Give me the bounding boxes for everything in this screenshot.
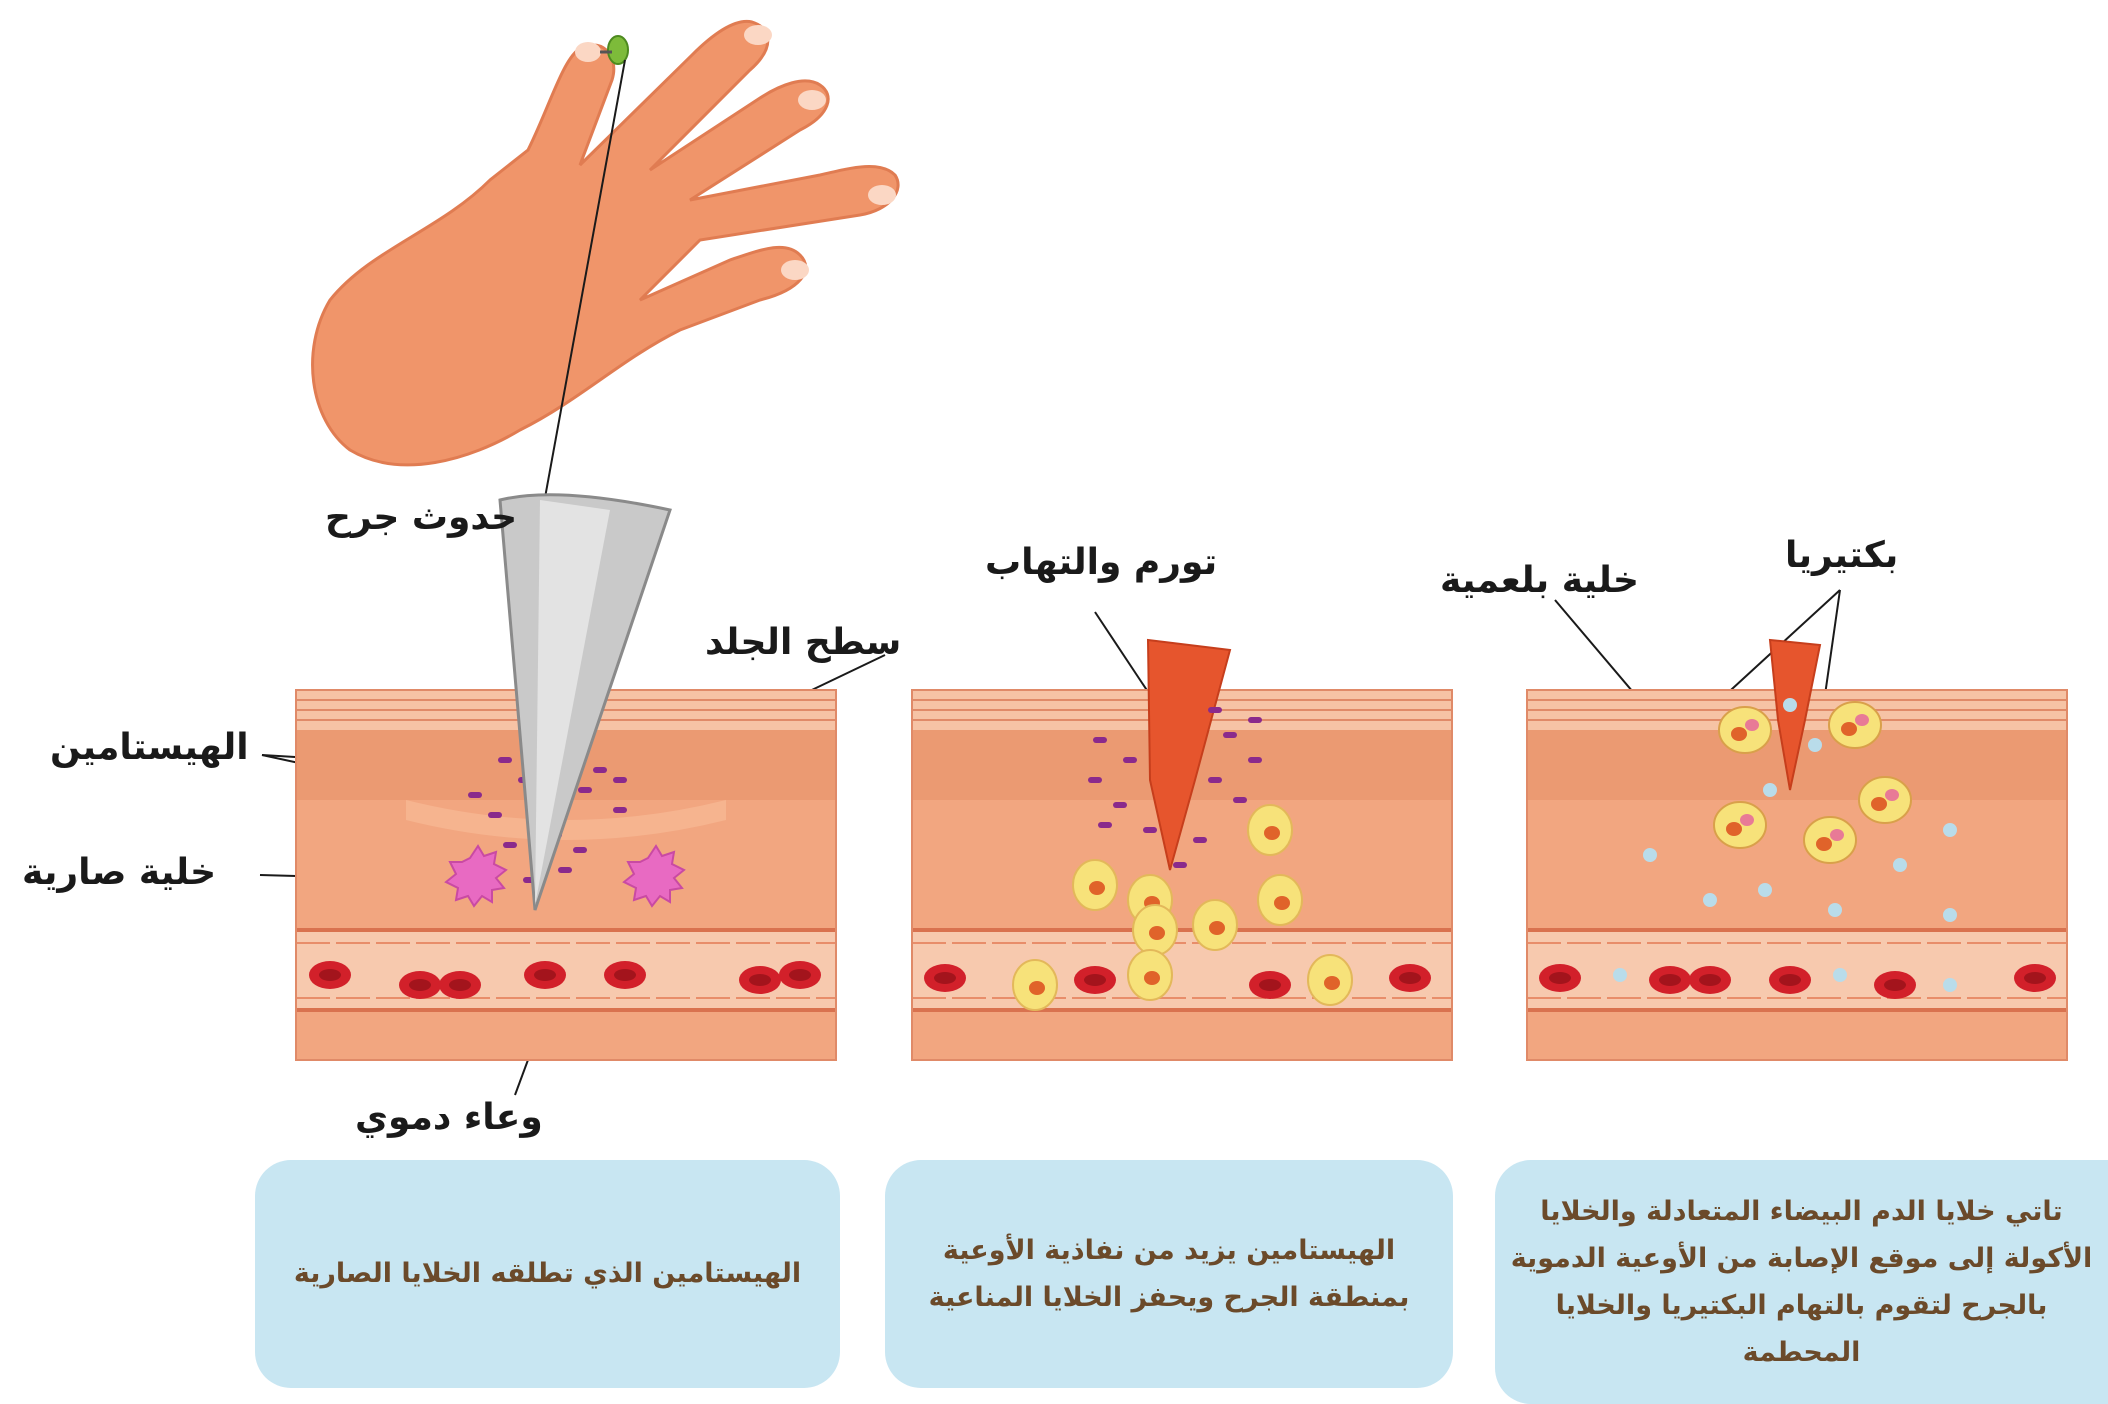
label-mast-cell: خلية صارية (22, 855, 216, 891)
label-skin-surface: سطح الجلد (705, 625, 901, 661)
label-blood-vessel: وعاء دموي (355, 1100, 543, 1136)
label-histamine: الهيستامين (50, 730, 249, 766)
caption-box-stage-3: تاتي خلايا الدم البيضاء المتعادلة والخلا… (1495, 1160, 2108, 1404)
label-wound: حدوث جرح (325, 500, 517, 536)
caption-stage-1: الهيستامين الذي تطلقه الخلايا الصارية (268, 1250, 828, 1297)
label-bacteria: بكتيريا (1785, 538, 1898, 574)
caption-stage-3: تاتي خلايا الدم البيضاء المتعادلة والخلا… (1502, 1188, 2102, 1377)
hand-illustration (313, 21, 899, 464)
label-phagocyte: خلية بلعمية (1440, 563, 1639, 599)
label-swelling: تورم والتهاب (985, 545, 1217, 581)
caption-box-stage-2: الهيستامين يزيد من نفاذية الأوعية بمنطقة… (885, 1160, 1453, 1388)
caption-stage-2: الهيستامين يزيد من نفاذية الأوعية بمنطقة… (909, 1227, 1429, 1322)
caption-box-stage-1: الهيستامين الذي تطلقه الخلايا الصارية (255, 1160, 840, 1388)
